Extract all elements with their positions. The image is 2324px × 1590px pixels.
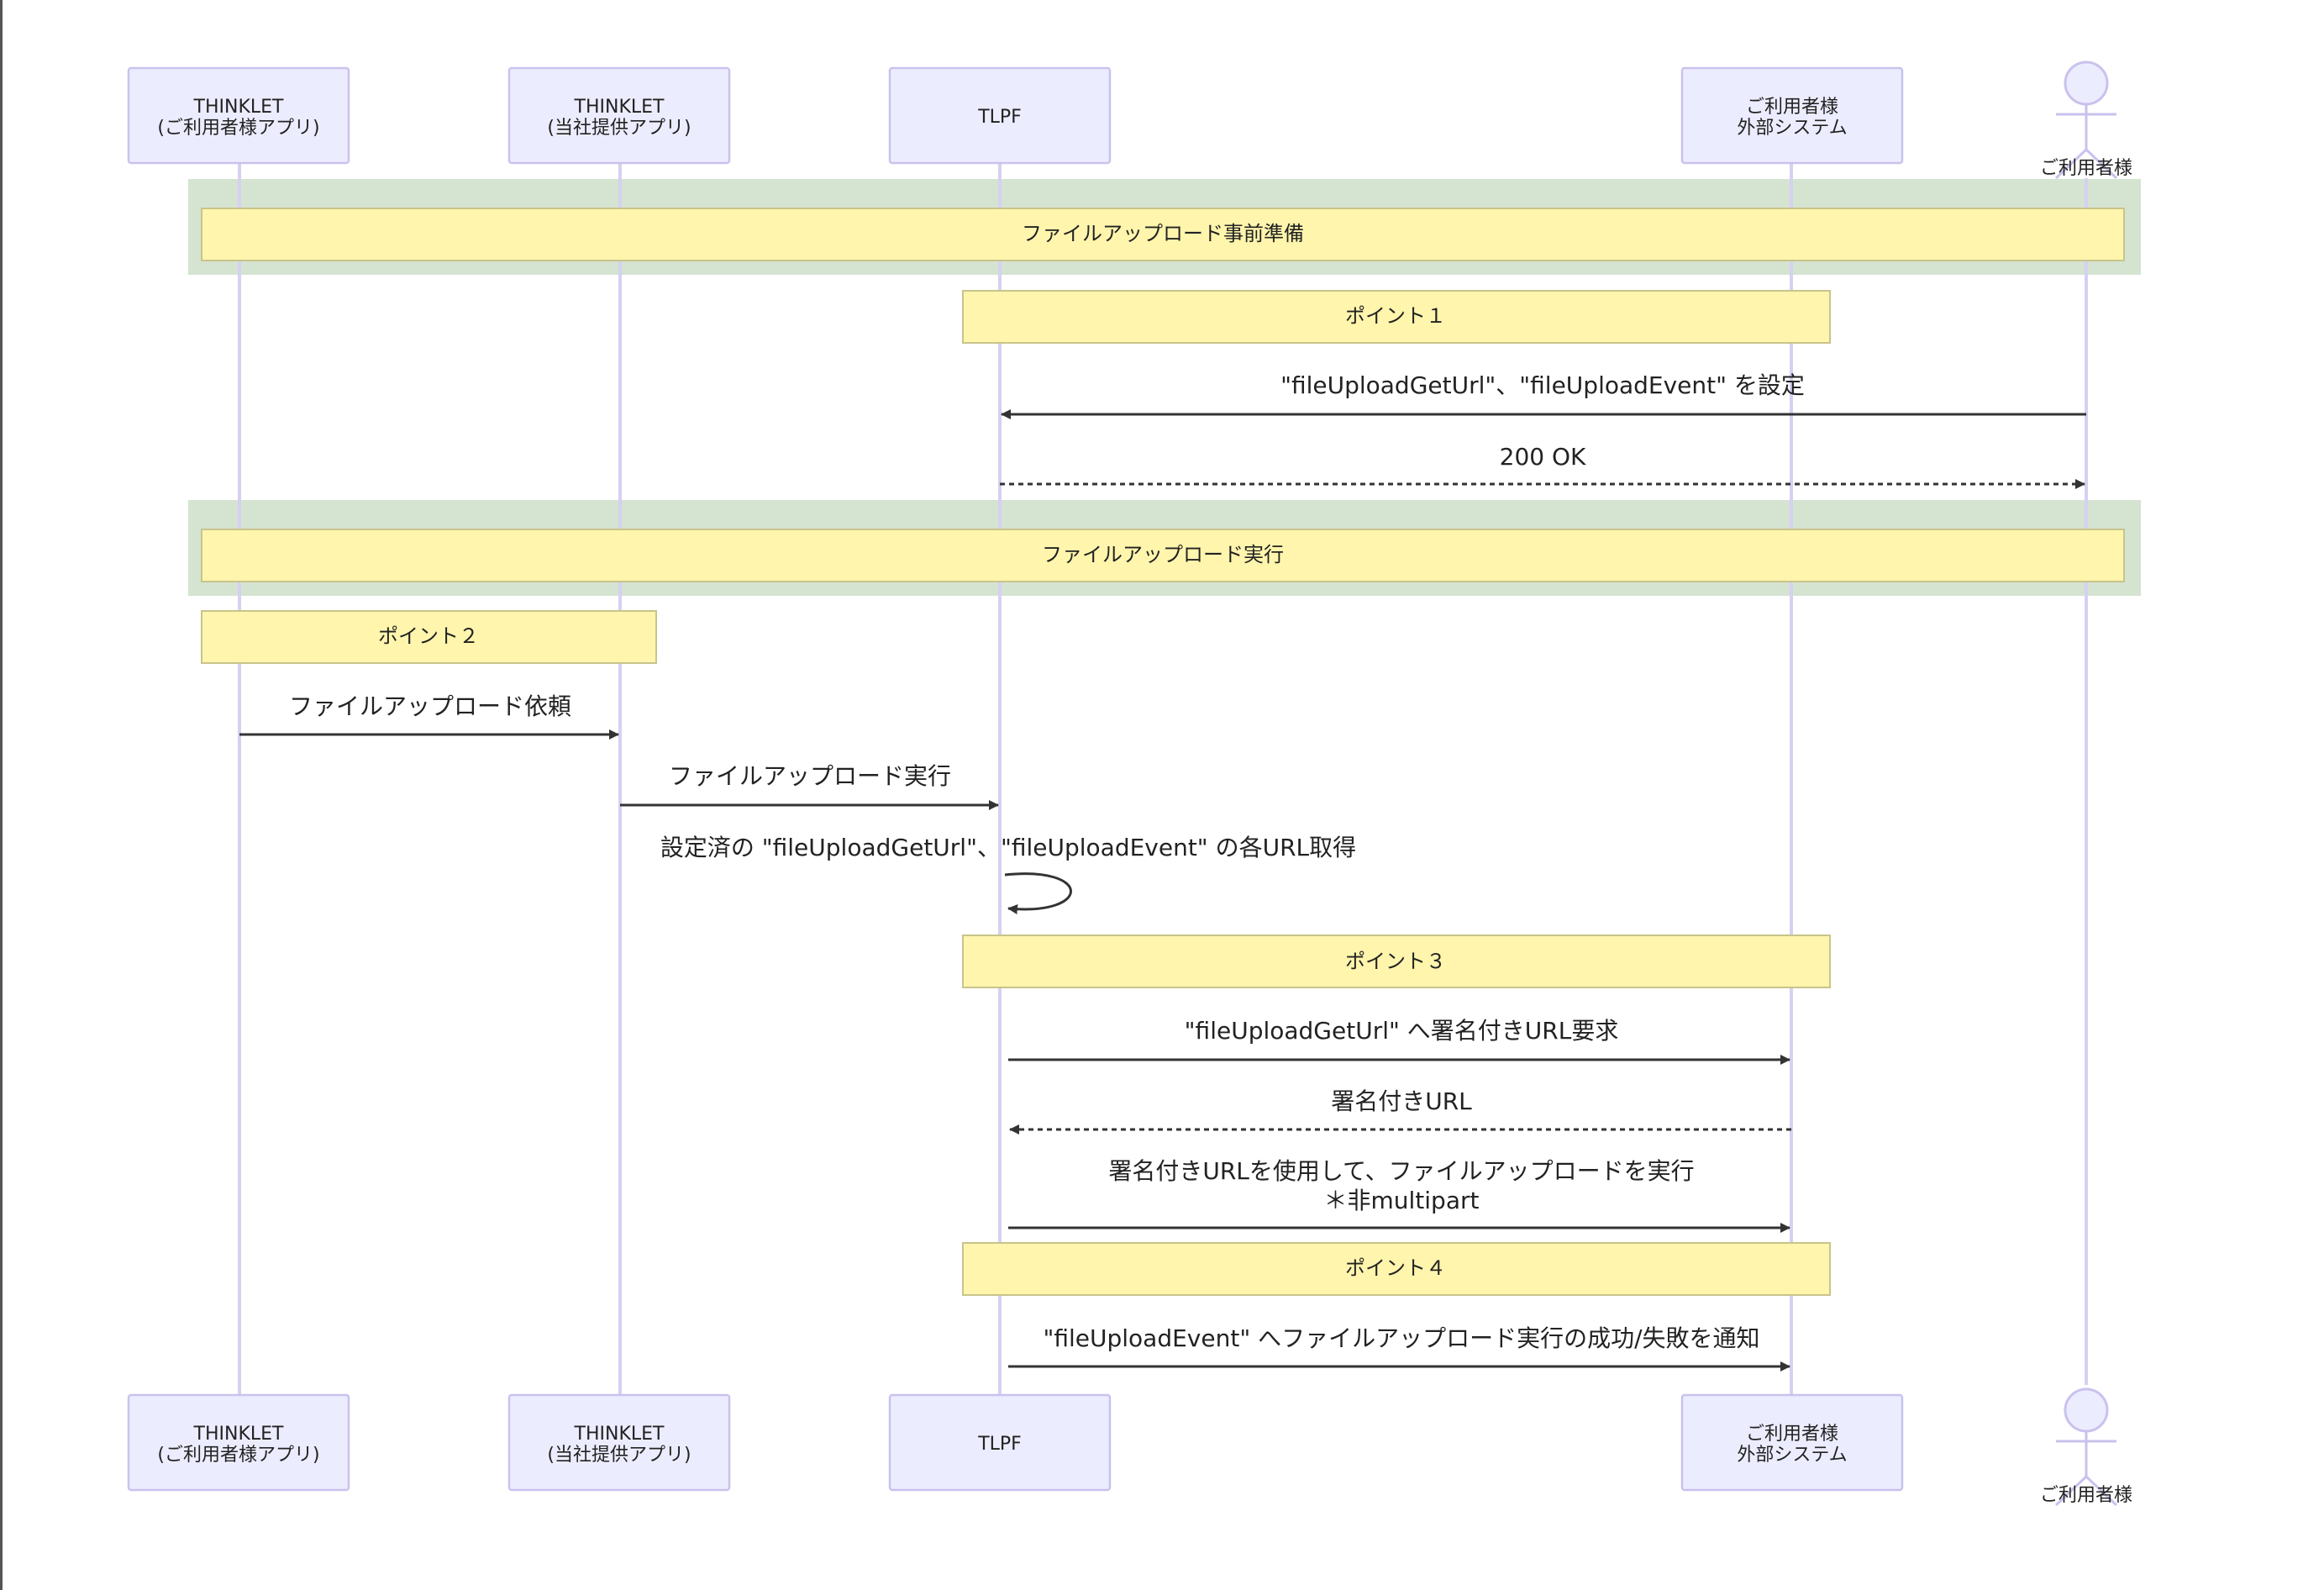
participant-tlpf-bottom: TLPF [888,1393,1112,1492]
participant-thinklet-company-app-top: THINKLET (当社提供アプリ) [507,66,731,165]
message-label: 200 OK [1500,443,1586,471]
message-label: 署名付きURL [1331,1087,1472,1115]
participant-user-top: ご利用者様 [2040,61,2132,180]
person-icon [2064,61,2109,106]
participant-label-line2: 外部システム [1737,118,1847,139]
message-label: 設定済の "fileUploadGetUrl"、"fileUploadEvent… [660,834,1356,861]
message-label-line1: 署名付きURLを使用して、ファイルアップロードを実行 [1108,1157,1694,1185]
participant-external-system-bottom: ご利用者様 外部システム [1680,1393,1904,1492]
note-box-point4 [962,1242,1831,1296]
section-label-execution: ファイルアップロード実行 [1042,543,1284,566]
message-label: "fileUploadGetUrl"、"fileUploadEvent" を設定 [1280,371,1805,399]
message-request-signed-url: "fileUploadGetUrl" へ署名付きURL要求 [1008,1017,1790,1065]
note-box-point3 [962,935,1831,988]
message-label-line2: ＊非multipart [1324,1187,1480,1214]
participant-external-system-top: ご利用者様 外部システム [1680,66,1904,165]
message-label: ファイルアップロード依頼 [289,692,571,720]
participant-label-line1: THINKLET [193,97,285,118]
participant-label-line1: ご利用者様 [1746,97,1838,118]
message-label: ファイルアップロード実行 [669,762,951,790]
message-signed-url-response: 署名付きURL [1009,1087,1791,1135]
window-left-border [0,0,3,1590]
note-label-point2: ポイント２ [378,624,479,648]
participant-label-line2: (当社提供アプリ) [547,118,691,139]
message-upload-with-signed-url: 署名付きURLを使用して、ファイルアップロードを実行 ＊非multipart [1008,1157,1790,1233]
message-upload-execute: ファイルアップロード実行 [620,762,999,810]
participant-thinklet-user-app-bottom: THINKLET (ご利用者様アプリ) [127,1393,350,1492]
message-200-ok: 200 OK [1000,443,2085,489]
participant-label: ご利用者様 [2040,1485,2132,1506]
section-box-execution [201,529,2125,582]
message-set-urls: "fileUploadGetUrl"、"fileUploadEvent" を設定 [1001,371,2086,419]
message-notify-result: "fileUploadEvent" へファイルアップロード実行の成功/失敗を通知 [1008,1324,1790,1372]
note-label-point4: ポイント４ [1345,1256,1446,1280]
section-label-preparation: ファイルアップロード事前準備 [1022,222,1304,245]
note-box-point1 [962,290,1831,344]
participant-label-line1: THINKLET [193,1424,285,1445]
participant-label-line2: (ご利用者様アプリ) [157,118,319,139]
message-label: "fileUploadGetUrl" へ署名付きURL要求 [1185,1017,1619,1045]
message-upload-request: ファイルアップロード依頼 [239,692,619,740]
participant-label-line2: 外部システム [1737,1445,1847,1466]
participant-label-line1: ご利用者様 [1746,1424,1838,1445]
section-box-preparation [201,208,2125,261]
participant-user-bottom: ご利用者様 [2040,1387,2132,1507]
participant-label-line2: (ご利用者様アプリ) [157,1445,319,1466]
message-label: "fileUploadEvent" へファイルアップロード実行の成功/失敗を通知 [1043,1324,1759,1352]
participant-label: TLPF [977,107,1022,128]
participant-tlpf-top: TLPF [888,66,1112,165]
note-box-point2 [201,610,657,664]
participant-label-line1: THINKLET [574,97,665,118]
message-get-configured-urls: 設定済の "fileUploadGetUrl"、"fileUploadEvent… [660,834,1356,914]
person-icon [2064,1387,2109,1433]
note-label-point3: ポイント３ [1345,950,1446,973]
participant-label-line2: (当社提供アプリ) [547,1445,691,1466]
participant-thinklet-company-app-bottom: THINKLET (当社提供アプリ) [507,1393,731,1492]
participant-thinklet-user-app-top: THINKLET (ご利用者様アプリ) [127,66,350,165]
participant-label-line1: THINKLET [574,1424,665,1445]
participant-label: TLPF [977,1434,1022,1455]
note-label-point1: ポイント１ [1345,304,1446,328]
participant-label: ご利用者様 [2040,158,2132,179]
message-self-arrow [1004,872,1072,914]
